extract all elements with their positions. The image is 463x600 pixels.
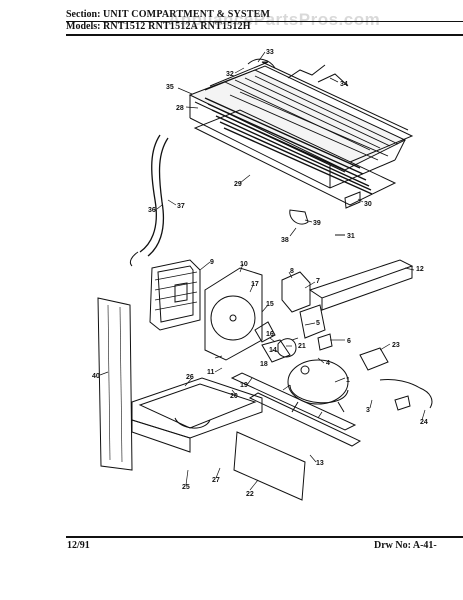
footer-drawing-number: Drw No: A-41- [374,540,437,551]
callout-33: 33 [266,49,274,56]
callout-9: 9 [210,259,214,266]
callout-14: 14 [269,347,277,354]
callout-13: 13 [316,460,324,467]
callout-37: 37 [177,203,185,210]
callout-23: 23 [392,342,400,349]
diagram-header: Section: UNIT COMPARTMENT & SYSTEM Model… [66,9,270,33]
callout-19: 19 [240,382,248,389]
callout-16: 16 [266,331,274,338]
header-rule-top [66,21,463,22]
callout-36: 36 [148,207,156,214]
footer-rule [66,536,463,538]
callout-28: 28 [176,105,184,112]
callout-27: 27 [212,477,220,484]
callout-22: 22 [246,491,254,498]
callout-labels: 33 32 34 35 28 29 30 36 37 39 38 31 9 10… [92,49,428,498]
models-label: Models: [66,21,101,32]
callout-38: 38 [281,237,289,244]
callout-26: 26 [186,374,194,381]
callout-1: 1 [346,377,350,384]
callout-32: 32 [226,71,234,78]
condenser-coil-drawing [188,58,414,195]
callout-18: 18 [260,361,268,368]
condenser-plate-drawing [193,109,397,206]
callout-6: 6 [347,338,351,345]
callout-34: 34 [340,81,348,88]
callout-4: 4 [326,360,330,367]
callout-17: 17 [251,281,259,288]
callout-7: 7 [316,278,320,285]
callout-24: 24 [420,419,428,426]
side-panel-drawing [97,297,133,471]
leader-lines [99,51,426,491]
callout-12: 12 [416,266,424,273]
callout-8: 8 [290,268,294,275]
callout-25: 25 [182,484,190,491]
models-row: Models: RNT1512 RNT1512A RNT1512H [66,21,270,33]
callout-40: 40 [92,373,100,380]
callout-3: 3 [366,407,370,414]
footer-date: 12/91 [67,540,90,551]
section-value: UNIT COMPARTMENT & SYSTEM [102,9,271,20]
access-panel-drawing [233,431,306,501]
header-rule-bottom [66,34,463,36]
callout-29: 29 [234,181,242,188]
models-value: RNT1512 RNT1512A RNT1512H [102,21,251,32]
callout-31: 31 [347,233,355,240]
callout-21: 21 [298,343,306,350]
callout-35: 35 [166,84,174,91]
callout-10: 10 [240,261,248,268]
section-label: Section: [66,9,101,20]
callout-15: 15 [266,301,274,308]
callout-20: 20 [230,393,238,400]
callout-5: 5 [316,320,320,327]
callout-11: 11 [207,369,215,376]
watermark: AppliancePartsPros.com [168,10,381,29]
callout-39: 39 [313,220,321,227]
callout-30: 30 [364,201,372,208]
section-row: Section: UNIT COMPARTMENT & SYSTEM [66,9,270,21]
